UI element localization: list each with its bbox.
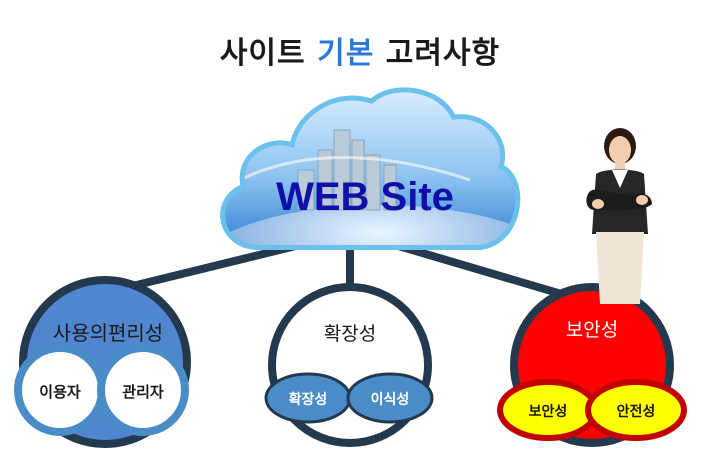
page-title: 사이트 기본 고려사항 bbox=[0, 28, 720, 72]
title-accent: 기본 bbox=[317, 36, 375, 71]
item-scalability-label: 확장성 bbox=[289, 391, 328, 408]
item-admin-label: 관리자 bbox=[122, 383, 164, 401]
item-safety-label: 안전성 bbox=[617, 403, 656, 420]
item-portability-ellipse bbox=[346, 372, 434, 424]
node-usability: 사용의편리성 이용자 관리자 bbox=[14, 276, 191, 448]
item-safety-ellipse bbox=[585, 379, 687, 441]
connector-right bbox=[381, 238, 579, 302]
node-security: 보안성 보안성 안전성 bbox=[497, 283, 687, 447]
cloud-label: WEB Site bbox=[276, 175, 454, 219]
item-portability-label: 이식성 bbox=[371, 391, 410, 408]
title-part-1: 사이트 bbox=[219, 36, 306, 71]
node-scalability-label: 확장성 bbox=[324, 323, 376, 345]
title-part-2: 고려사항 bbox=[385, 36, 501, 71]
item-admin-circle bbox=[97, 344, 189, 436]
cloud-shape bbox=[220, 87, 521, 250]
node-scalability: 확장성 확장성 이식성 bbox=[264, 283, 434, 447]
connector-left bbox=[104, 238, 316, 296]
item-user-label: 이용자 bbox=[39, 383, 81, 401]
businesswoman-illustration bbox=[586, 128, 652, 304]
node-usability-label: 사용의편리성 bbox=[53, 321, 163, 345]
node-security-label: 보안성 bbox=[566, 319, 618, 341]
item-security-label: 보안성 bbox=[529, 403, 568, 420]
